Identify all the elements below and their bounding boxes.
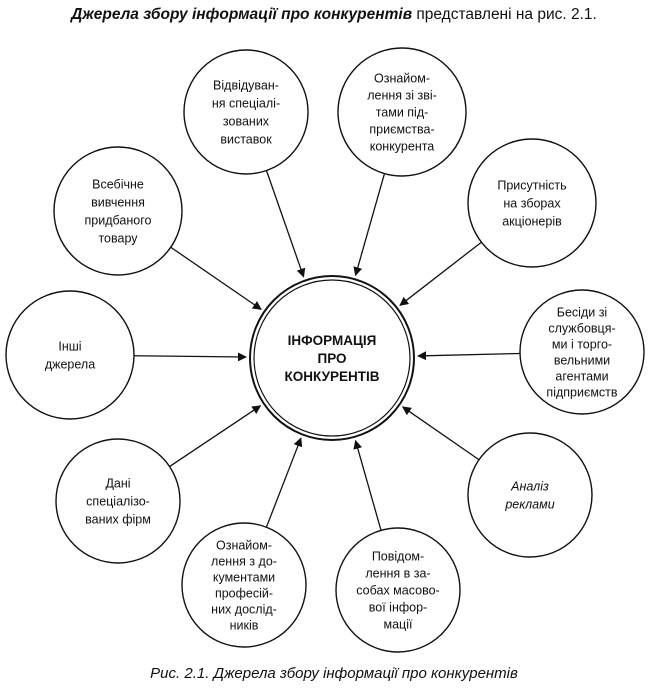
node-label-line: джерела (45, 358, 95, 372)
arrow-ad-analysis (401, 406, 480, 461)
node-circle (5, 290, 135, 420)
node-label-line: тами під- (376, 106, 429, 120)
node-label-line: професій- (215, 587, 273, 601)
node-label-line: кументами (213, 571, 275, 585)
node-label-line: ваних фірм (85, 513, 151, 527)
node-label-line: Повідом- (372, 550, 424, 564)
node-circle (335, 527, 461, 653)
center-inner-ring (253, 279, 411, 437)
node-circle (53, 146, 183, 276)
node-label-line: зованих (223, 115, 270, 129)
node-label-line: акціонерів (502, 215, 562, 229)
node-specialized-firms: Дані спеціалізо-ваних фірм (55, 438, 181, 564)
page-heading: Джерела збору інформації про конкурентів… (0, 6, 668, 24)
center-node: ІНФОРМАЦІЯ ПРО КОНКУРЕНТІВ (249, 275, 415, 441)
node-circle (183, 49, 309, 175)
node-label-line: собах масово- (356, 584, 439, 598)
node-label-line: Бесіди зі (557, 306, 607, 320)
node-label-line: вої інфор- (369, 601, 427, 615)
node-ad-analysis: Аналіз реклами (467, 432, 593, 558)
node-label-line: конкурента (370, 140, 435, 154)
arrows-layer (133, 170, 521, 531)
arrow-exhibitions (265, 170, 306, 278)
node-label-line: вивчення (91, 196, 145, 210)
node-label-line: Інші (58, 340, 81, 354)
nodes-layer: Відвідуван-ня спеціалі-зованихвиставокОз… (5, 47, 645, 653)
node-label-line: них дослід- (211, 603, 277, 617)
arrow-shareholder-meetings (399, 241, 482, 306)
node-label-line: лення в за- (365, 567, 430, 581)
node-label-line: лення зі зві- (367, 89, 437, 103)
node-competitor-reports: Ознайом-лення зі зві-тами під-приємства-… (337, 47, 467, 177)
node-circle (519, 289, 645, 415)
node-label-line: Дані (105, 477, 130, 491)
node-label-line: підприємств (546, 386, 617, 400)
node-label-line: приємства- (369, 123, 434, 137)
node-label-line: агентами (555, 370, 608, 384)
center-outer-ring (249, 275, 415, 441)
node-label-line: товару (98, 232, 138, 246)
node-circle (337, 47, 467, 177)
node-label-line: Аналіз (510, 480, 549, 494)
node-label-line: Ознайом- (216, 539, 272, 553)
node-label-line: вельними (554, 354, 610, 368)
node-circle (467, 432, 593, 558)
node-label-line: на зборах (503, 197, 561, 211)
node-label-line: виставок (220, 133, 272, 147)
node-label-line: ників (230, 619, 259, 633)
node-label-line: реклами (504, 498, 554, 512)
node-label-line: Всебічне (92, 178, 144, 192)
arrow-mass-media (353, 439, 382, 531)
node-label-line: Ознайом- (374, 72, 430, 86)
arrow-other-sources (133, 352, 247, 362)
heading-rest: представлені на рис. 2.1. (412, 6, 597, 23)
arrow-employee-talks (417, 351, 521, 361)
node-label-line: Присутність (497, 179, 566, 193)
node-label-line: придбаного (85, 214, 152, 228)
arrow-competitor-reports (353, 173, 386, 277)
node-label-line: спеціалізо- (86, 495, 150, 509)
arrow-product-study (170, 246, 262, 310)
node-label-line: ня спеціалі- (212, 97, 280, 111)
node-other-sources: Інші джерела (5, 290, 135, 420)
node-employee-talks: Бесіди зі службовця-ми і торго-вельними аг… (519, 289, 645, 415)
arrow-research-docs (265, 437, 303, 528)
node-circle (467, 138, 597, 268)
heading-highlight: Джерела збору інформації про конкурентів (71, 6, 413, 23)
arrow-specialized-firms (169, 405, 262, 468)
node-shareholder-meetings: Присутність на зборах акціонерів (467, 138, 597, 268)
node-label-line: службовця- (548, 322, 615, 336)
node-research-docs: Ознайом-лення з до-кументами професій-них… (181, 522, 307, 648)
node-label-line: мації (384, 618, 413, 632)
node-product-study: Всебічне вивчення придбаного товару (53, 146, 183, 276)
node-circle (55, 438, 181, 564)
node-mass-media: Повідом-лення в за-собах масово-вої інфо… (335, 527, 461, 653)
node-label-line: ми і торго- (552, 338, 612, 352)
center-label-line: ПРО (317, 351, 346, 366)
node-label-line: Відвідуван- (213, 79, 279, 93)
figure-caption: Рис. 2.1. Джерела збору інформації про к… (150, 665, 518, 682)
center-label-line: ІНФОРМАЦІЯ (288, 333, 377, 348)
center-label-line: КОНКУРЕНТІВ (285, 369, 380, 384)
node-exhibitions: Відвідуван-ня спеціалі-зованих виставок (183, 49, 309, 175)
node-label-line: лення з до- (211, 555, 277, 569)
node-circle (181, 522, 307, 648)
